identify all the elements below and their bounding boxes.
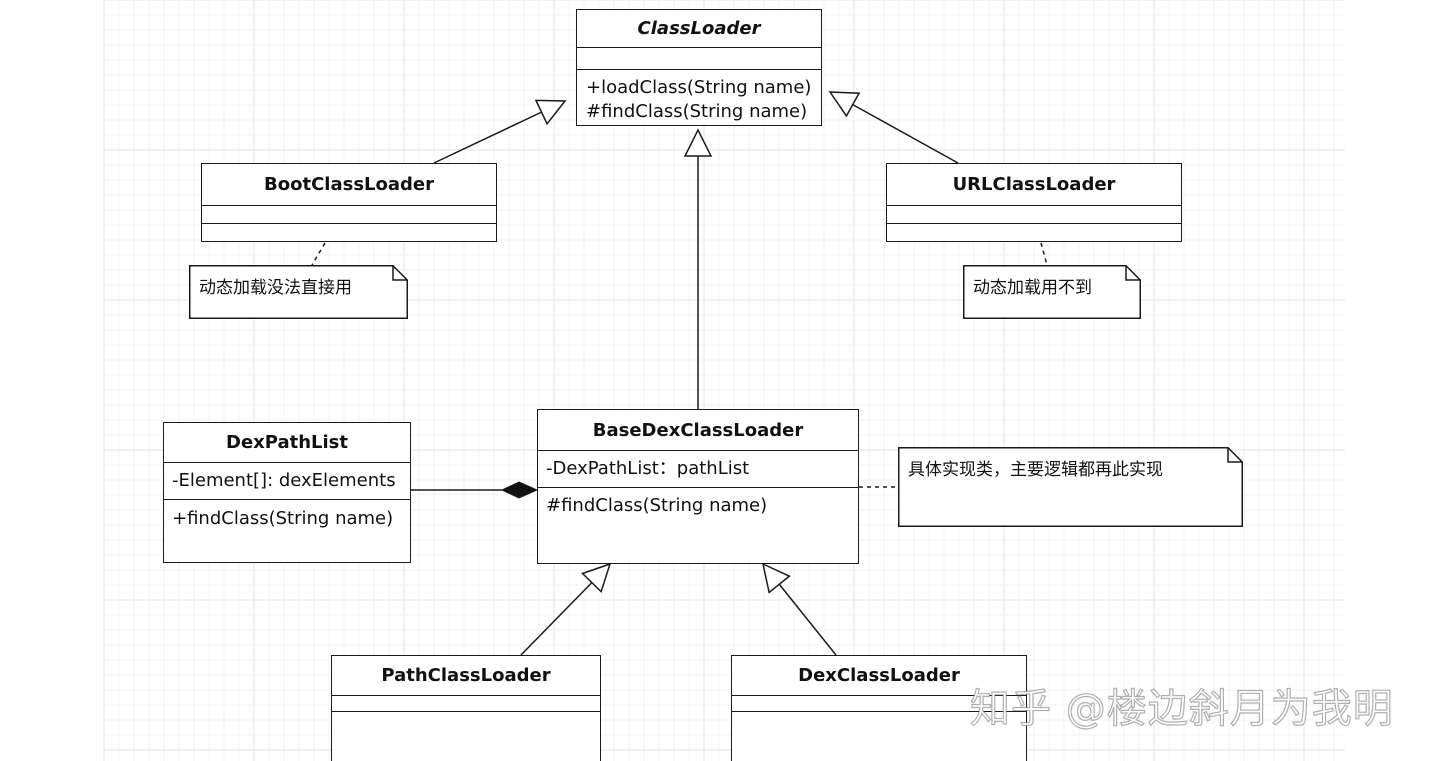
class-box-classloader: ClassLoader +loadClass(String name) #fin… (576, 9, 822, 126)
class-name: URLClassLoader (887, 164, 1181, 206)
attributes-section (577, 48, 821, 70)
operations-section: #findClass(String name) (538, 488, 858, 524)
attributes-section: -Element[]: dexElements (164, 463, 410, 500)
attributes-section: -DexPathList：pathList (538, 451, 858, 488)
operations-section: +findClass(String name) (164, 500, 410, 538)
class-name: BootClassLoader (202, 164, 496, 206)
zhihu-watermark: 知乎 @楼边斜月为我明 (969, 685, 1394, 732)
class-box-dexpathlist: DexPathList -Element[]: dexElements +fin… (163, 422, 411, 563)
class-box-bootclassloader: BootClassLoader (201, 163, 497, 242)
operations-section (332, 712, 600, 761)
field-path-list: -DexPathList：pathList (546, 458, 750, 479)
attributes-section (332, 696, 600, 712)
class-box-pathclassloader: PathClassLoader (331, 655, 601, 761)
note-basedexclassloader: 具体实现类，主要逻辑都再此实现 (898, 447, 1243, 527)
method-load-class: +loadClass(String name) (586, 77, 812, 98)
attributes-section (202, 206, 496, 224)
note-text: 动态加载没法直接用 (199, 278, 352, 298)
class-name: DexClassLoader (732, 656, 1026, 696)
method-find-class: #findClass(String name) (546, 495, 768, 516)
method-find-class: +findClass(String name) (172, 508, 394, 529)
attributes-section (887, 206, 1181, 224)
method-find-class: #findClass(String name) (586, 101, 808, 122)
class-box-urlclassloader: URLClassLoader (886, 163, 1182, 242)
class-name: BaseDexClassLoader (538, 410, 858, 451)
class-box-dexclassloader: DexClassLoader (731, 655, 1027, 761)
attributes-section (732, 696, 1026, 712)
class-name: ClassLoader (577, 10, 821, 48)
class-name: PathClassLoader (332, 656, 600, 696)
class-name: DexPathList (164, 423, 410, 463)
operations-section (887, 224, 1181, 240)
field-dex-elements: -Element[]: dexElements (172, 470, 396, 491)
note-frame (898, 447, 1243, 527)
operations-section: +loadClass(String name) #findClass(Strin… (577, 70, 821, 130)
operations-section (202, 224, 496, 240)
note-text: 具体实现类，主要逻辑都再此实现 (908, 460, 1163, 480)
note-bootclassloader: 动态加载没法直接用 (189, 265, 408, 319)
note-text: 动态加载用不到 (973, 278, 1092, 298)
class-box-basedexclassloader: BaseDexClassLoader -DexPathList：pathList… (537, 409, 859, 564)
note-urlclassloader: 动态加载用不到 (963, 265, 1141, 319)
